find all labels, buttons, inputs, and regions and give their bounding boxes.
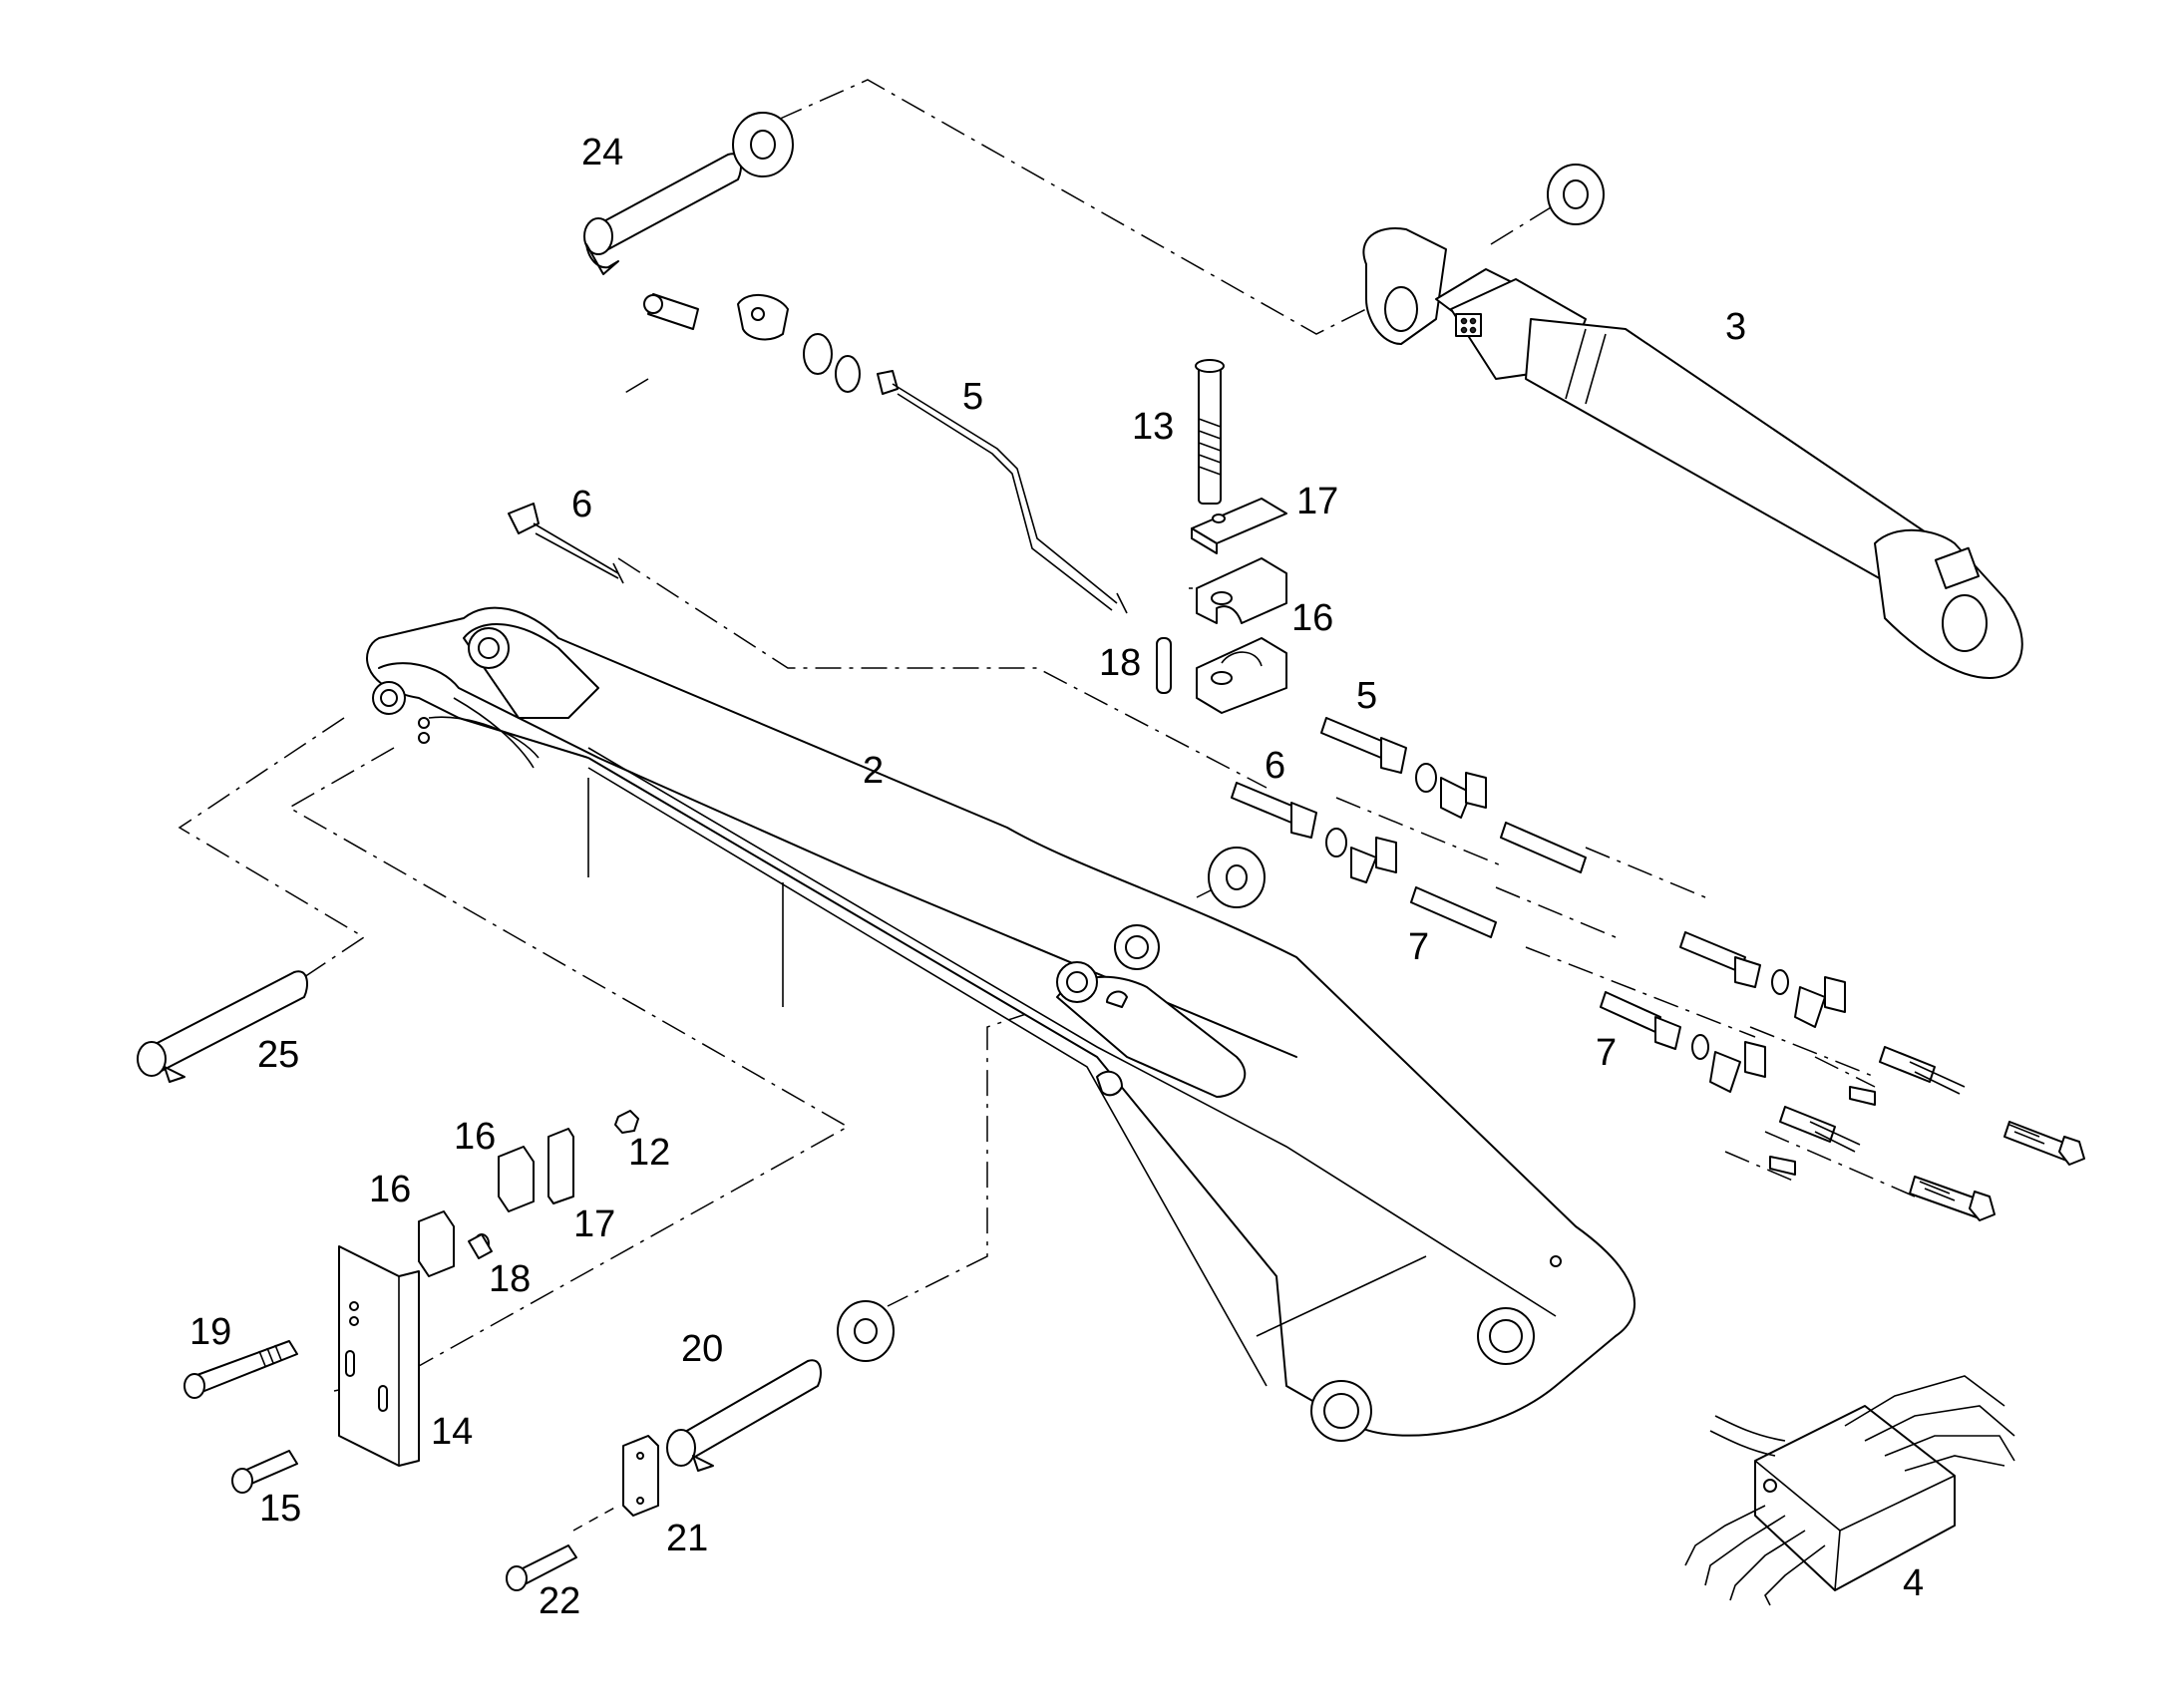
callout-16-center: 16 [1291,597,1333,639]
plate-21-bolt-22 [506,1435,659,1591]
callout-13: 13 [1132,406,1174,448]
callout-5-right: 5 [1356,675,1377,717]
callout-18-center: 18 [1099,642,1141,684]
callout-7-b: 7 [1596,1032,1617,1074]
clamp-stack-center [1156,359,1287,714]
callout-19: 19 [189,1311,231,1353]
callout-25: 25 [257,1034,299,1076]
callouts: 2 3 4 5 5 6 6 7 7 12 13 14 15 16 16 16 1… [189,132,1924,1622]
callout-24: 24 [581,132,623,173]
callout-5-top: 5 [962,376,983,418]
callout-21: 21 [666,1518,708,1559]
pin-24 [583,112,794,275]
boom-arm [366,606,1636,1442]
hose-fitting-top [643,293,1128,614]
fittings-right [1231,717,2085,1221]
callout-4: 4 [1903,1562,1924,1604]
callout-17-left: 17 [573,1203,615,1245]
callout-16-left-a: 16 [454,1116,496,1158]
hydraulic-cylinder [1362,164,2023,679]
callout-7-a: 7 [1408,926,1429,968]
pin-20 [666,1300,895,1472]
callout-2: 2 [863,750,884,792]
pin-25 [137,970,308,1083]
callout-20: 20 [681,1328,723,1370]
callout-14: 14 [431,1411,473,1453]
washer-pivot [1096,847,1266,1097]
callout-16-left-b: 16 [369,1169,411,1210]
assembly-lines [178,79,1916,1532]
callout-12: 12 [628,1132,670,1174]
valve-block [1684,1375,2015,1606]
callout-3: 3 [1725,306,1746,348]
bracket-assembly-left [183,1110,639,1494]
callout-15: 15 [259,1488,301,1530]
hose-fitting-6-top [508,503,624,584]
callout-6-right: 6 [1265,745,1285,787]
callout-22: 22 [539,1580,580,1622]
callout-17-center: 17 [1296,481,1338,522]
callout-6-top: 6 [571,484,592,525]
callout-18-left: 18 [489,1258,531,1300]
